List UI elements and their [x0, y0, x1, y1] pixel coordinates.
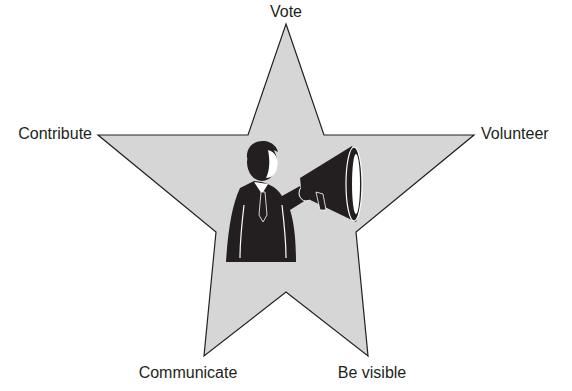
point-label: Contribute — [18, 125, 92, 143]
man-body — [226, 181, 306, 262]
megaphone-mouth — [346, 147, 362, 221]
point-label: Vote — [270, 3, 302, 21]
man-face — [266, 150, 278, 178]
point-label: Communicate — [139, 364, 238, 382]
star-shape — [98, 24, 474, 356]
point-label: Volunteer — [481, 125, 549, 143]
man-tie — [259, 192, 267, 222]
megaphone-inner — [352, 154, 360, 214]
megaphone-handle — [316, 192, 326, 210]
megaphone-man — [226, 141, 362, 262]
suit-lines — [240, 205, 286, 258]
point-label: Be visible — [338, 364, 406, 382]
man-hair — [247, 141, 278, 158]
